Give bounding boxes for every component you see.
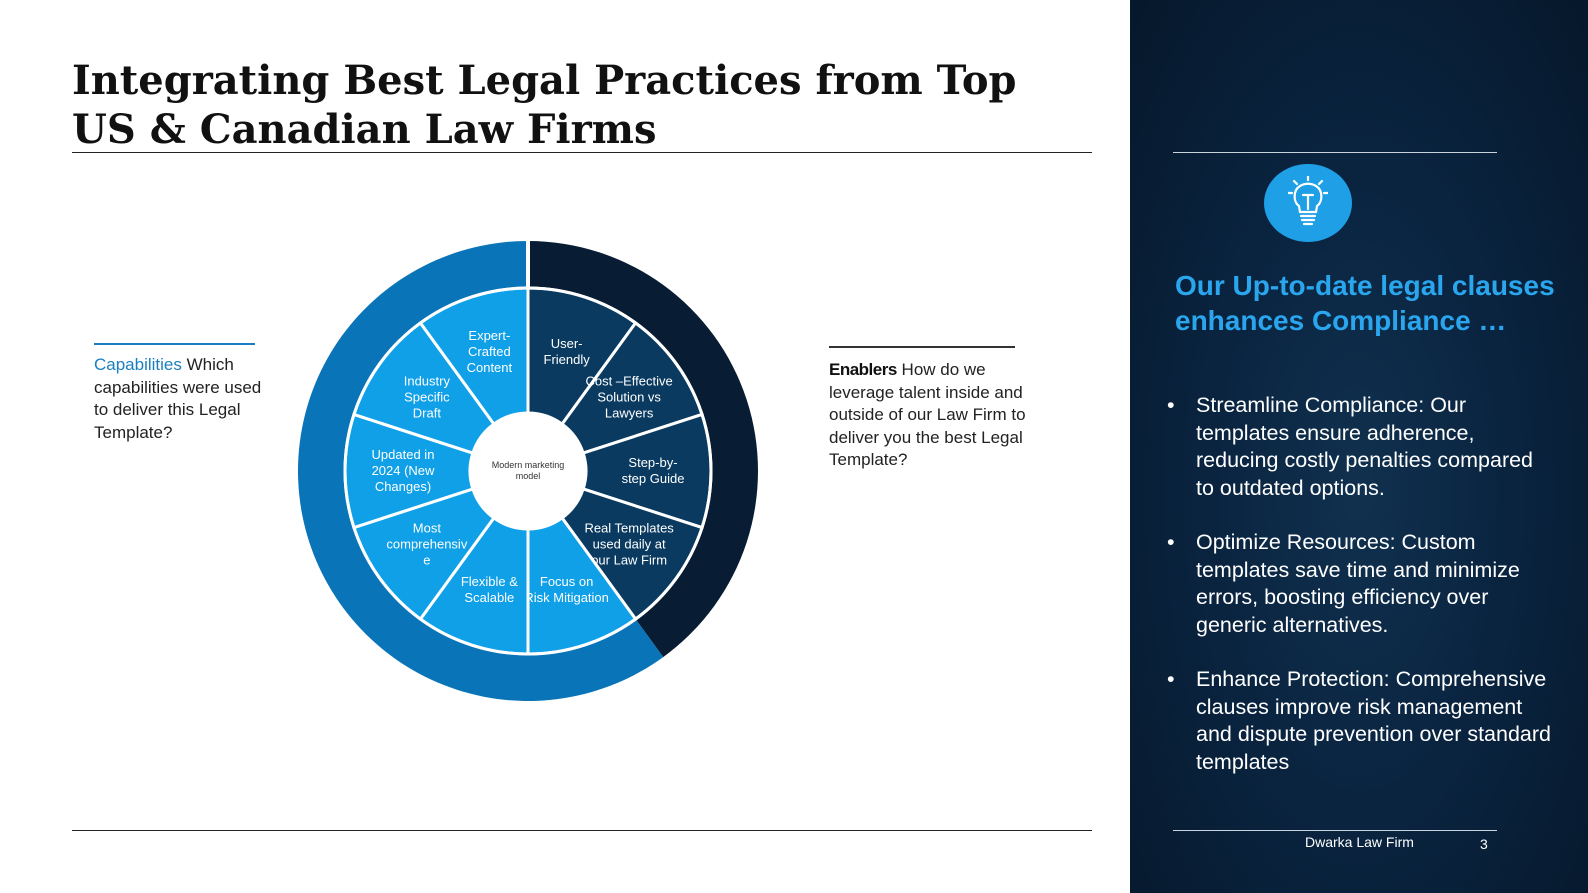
segment-label: step Guide [622, 471, 685, 486]
panel-bottom-rule [1173, 830, 1497, 831]
segment-label: Flexible & [461, 574, 518, 589]
center-label: Modern marketing [492, 460, 565, 470]
outer-ring-right [528, 241, 758, 658]
segment-label: Scalable [464, 590, 514, 605]
wheel-center [471, 414, 585, 528]
benefit-item: Enhance Protection: Comprehensive clause… [1165, 666, 1555, 776]
segment-label: Cost –Effective [586, 374, 673, 389]
segment-label: Real Templates [584, 520, 674, 535]
capabilities-rule [94, 343, 255, 345]
benefit-list: Streamline Compliance: Our templates ens… [1165, 392, 1555, 803]
segment-label: Most [413, 520, 442, 535]
inner-border [343, 286, 713, 656]
enablers-heading: Enablers [829, 360, 897, 379]
segment-label: Friendly [544, 352, 591, 367]
benefit-item: Optimize Resources: Custom templates sav… [1165, 529, 1555, 639]
compliance-panel: Our Up-to-date legal clauses enhances Co… [1130, 0, 1588, 893]
capabilities-heading: Capabilities [94, 355, 182, 374]
segment-label: Updated in [372, 447, 435, 462]
page-number: 3 [1480, 836, 1488, 852]
panel-top-rule [1173, 152, 1497, 153]
enablers-text: How do we leverage talent inside and out… [829, 360, 1026, 469]
segment-label: Lawyers [605, 406, 654, 421]
slide-title: Integrating Best Legal Practices from To… [72, 57, 1017, 153]
segment-label: used daily at [593, 536, 666, 551]
segment-label: 2024 (New [372, 463, 435, 478]
panel-heading: Our Up-to-date legal clauses enhances Co… [1175, 270, 1555, 336]
capabilities-callout: Capabilities Which capabilities were use… [94, 354, 269, 444]
segment-label: Solution vs [597, 390, 661, 405]
segment-label: Content [467, 360, 513, 375]
segment-label: comprehensiv [386, 536, 467, 551]
benefit-item: Streamline Compliance: Our templates ens… [1165, 392, 1555, 502]
segment-label: Crafted [468, 344, 511, 359]
footer-firm-name: Dwarka Law Firm [1305, 834, 1414, 850]
capabilities-text: Which capabilities were used to deliver … [94, 355, 262, 442]
center-label: model [516, 471, 541, 481]
segment-label: Risk Mitigation [524, 590, 609, 605]
enablers-callout: Enablers How do we leverage talent insid… [829, 359, 1029, 472]
segment-label: Changes) [375, 479, 431, 494]
segment-label: Expert- [468, 328, 510, 343]
segment-label: User- [551, 336, 583, 351]
segment-label: e [423, 552, 430, 567]
segment-label: Specific [404, 390, 450, 405]
segment-label: Industry [404, 374, 451, 389]
enablers-rule [829, 346, 1015, 348]
segment-label: our Law Firm [591, 552, 667, 567]
footer-divider [72, 830, 1092, 831]
segment-label: Focus on [540, 574, 593, 589]
lightbulb-icon [1264, 164, 1352, 242]
outer-ring-left [297, 241, 664, 701]
title-divider [72, 152, 1092, 153]
segment-label: Step-by- [628, 455, 677, 470]
segment-label: Draft [413, 406, 442, 421]
